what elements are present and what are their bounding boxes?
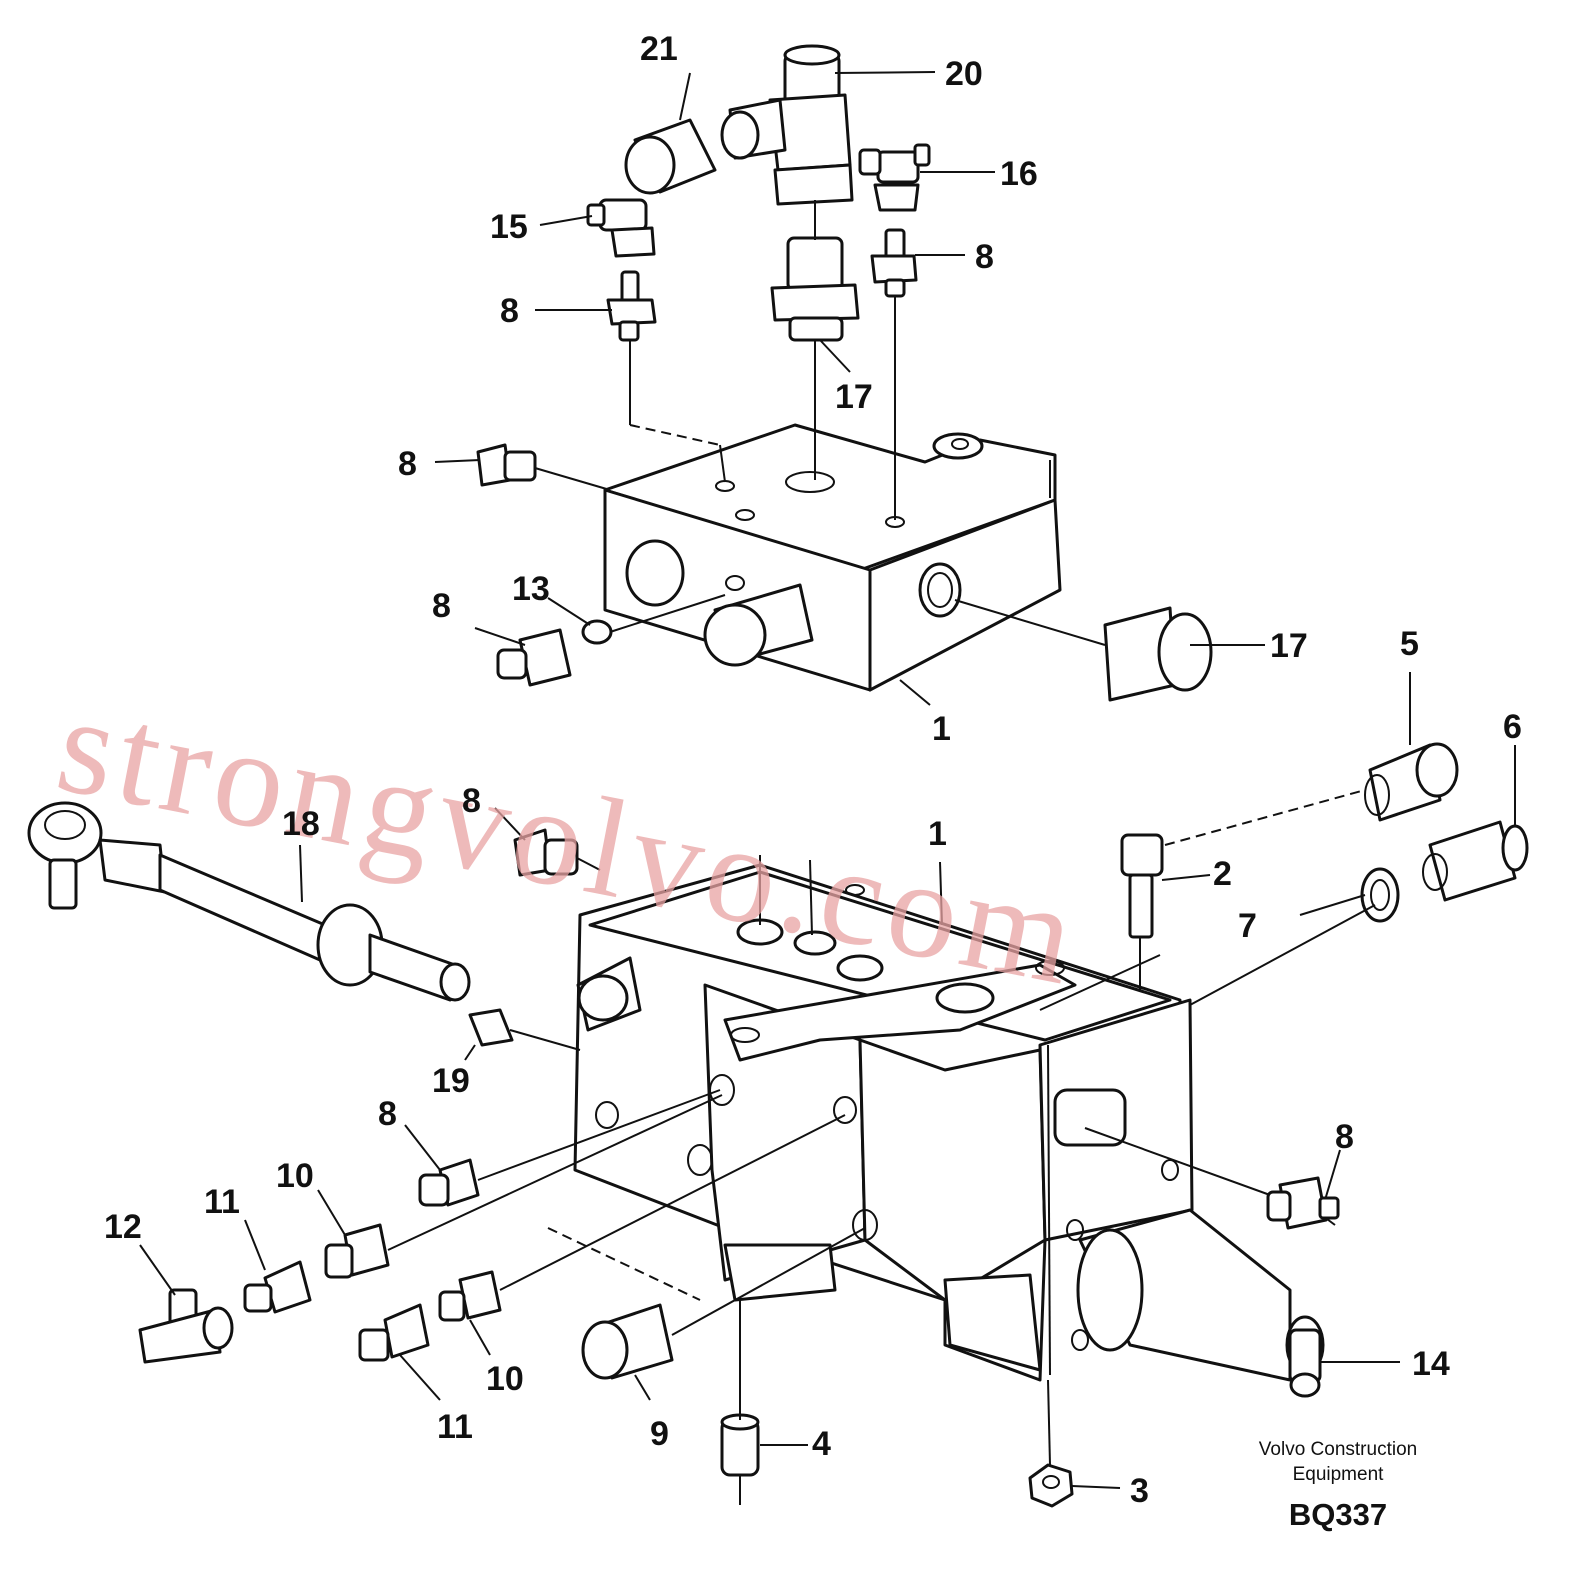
callout-1-upper: 1 — [932, 710, 951, 748]
upper-leader-lines — [434, 71, 1265, 706]
bolt-2 — [1120, 833, 1164, 939]
callout-8-lower-right: 8 — [1335, 1118, 1354, 1156]
callout-13: 13 — [512, 570, 550, 608]
nipple-8-top — [513, 828, 579, 877]
callout-14: 14 — [1412, 1345, 1450, 1383]
callout-8-front: 8 — [432, 587, 451, 625]
callout-20: 20 — [945, 55, 983, 93]
callout-10-upper: 10 — [276, 1157, 314, 1195]
callout-21: 21 — [640, 30, 678, 68]
callout-10-lower: 10 — [486, 1360, 524, 1398]
adapter-17-upper — [770, 236, 860, 342]
callout-8-upper-right: 8 — [975, 238, 994, 276]
elbow-fitting-16 — [858, 143, 931, 212]
callout-12: 12 — [104, 1208, 142, 1246]
cap-21 — [624, 118, 717, 195]
union-11-lower — [358, 1303, 430, 1362]
nipple-10-upper — [324, 1223, 390, 1279]
callout-15: 15 — [490, 208, 528, 246]
callout-9: 9 — [650, 1415, 669, 1453]
tee-fitting-20 — [720, 44, 854, 206]
callout-8-upper-left: 8 — [500, 292, 519, 330]
callout-18: 18 — [282, 805, 320, 843]
callout-labels: 21 20 16 15 8 8 17 8 8 13 17 1 5 6 18 8 … — [104, 30, 1522, 1510]
adapter-5 — [1364, 742, 1459, 822]
nut-19 — [468, 1008, 514, 1047]
washer-7 — [1360, 867, 1400, 923]
elbow-fitting-15 — [586, 198, 656, 258]
callout-3: 3 — [1130, 1472, 1149, 1510]
drawing-code: BQ337 — [1289, 1497, 1387, 1532]
nipple-8-right — [870, 228, 918, 298]
credit-line-2: Equipment — [1293, 1464, 1385, 1485]
union-11-upper — [243, 1260, 312, 1314]
nut-3 — [1028, 1463, 1074, 1508]
lower-control-valve — [573, 863, 1325, 1398]
adapter-17-right — [1103, 606, 1213, 702]
nipple-8-lower-left — [418, 1158, 480, 1207]
upper-valve-block — [603, 423, 1062, 692]
callout-8-lower-left: 8 — [378, 1095, 397, 1133]
callout-11-lower: 11 — [437, 1408, 473, 1446]
credit-line-1: Volvo Construction — [1259, 1439, 1417, 1460]
callout-11-upper: 11 — [204, 1183, 240, 1221]
callout-7: 7 — [1238, 907, 1257, 945]
lower-leader-lines — [139, 672, 1516, 1505]
adapter-6 — [1422, 820, 1529, 902]
nipple-8-side — [476, 443, 537, 487]
callout-6: 6 — [1503, 708, 1522, 746]
tie-rod-18 — [27, 801, 471, 1002]
callout-5: 5 — [1400, 625, 1419, 663]
callout-8-side: 8 — [398, 445, 417, 483]
callout-8-lower-top: 8 — [462, 782, 481, 820]
sleeve-4 — [720, 1413, 760, 1477]
nipple-8-left — [606, 270, 657, 342]
callout-17-right: 17 — [1270, 627, 1308, 665]
callout-1-lower: 1 — [928, 815, 947, 853]
nipple-8-front — [496, 628, 572, 687]
callout-4: 4 — [812, 1425, 831, 1463]
adapter-9 — [581, 1303, 674, 1380]
nipple-8-right-lower — [1266, 1176, 1340, 1230]
nipple-10-lower — [438, 1270, 502, 1322]
callout-19: 19 — [432, 1062, 470, 1100]
callout-2: 2 — [1213, 855, 1232, 893]
callout-16: 16 — [1000, 155, 1038, 193]
tee-12 — [138, 1288, 234, 1364]
callout-17-upper: 17 — [835, 378, 873, 416]
